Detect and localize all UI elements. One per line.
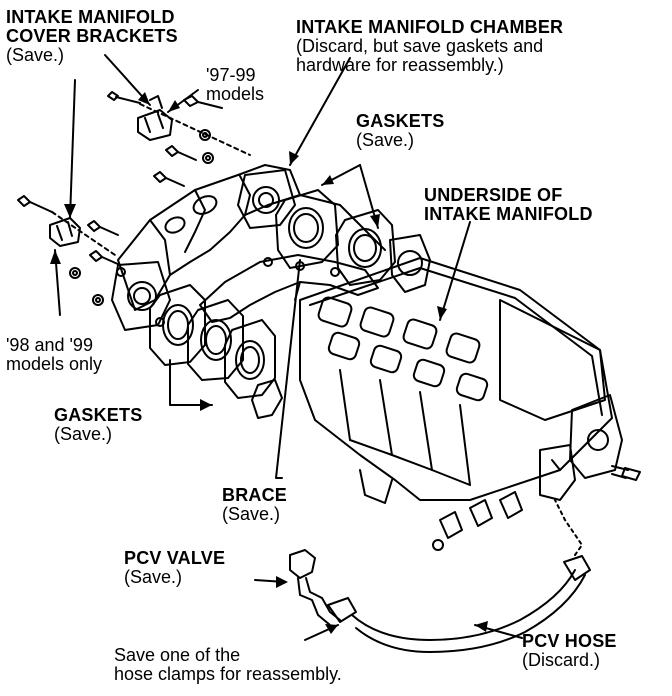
brace-title: BRACE [222,485,288,505]
brace-label: BRACE (Save.) [222,486,287,524]
models-97-99-line-2: models [206,84,265,104]
chamber-note-1: (Discard, but save gaskets and [296,36,544,56]
cover-brackets-title-2: COVER BRACKETS [6,26,178,46]
pcv-hose-label: PCV HOSE (Discard.) [522,632,617,670]
cover-brackets-label: INTAKE MANIFOLD COVER BRACKETS (Save.) [6,8,178,65]
gaskets-top [275,189,431,293]
chamber-note-2: hardware for reassembly.) [296,55,504,75]
models-98-99-line-2: models only [6,354,103,374]
chamber-title: INTAKE MANIFOLD CHAMBER [296,17,564,37]
pcv-valve-note: (Save.) [124,567,183,587]
cover-brackets-title-1: INTAKE MANIFOLD [6,7,175,27]
chamber-label: INTAKE MANIFOLD CHAMBER (Discard, but sa… [296,18,563,75]
pcv-hose-title: PCV HOSE [522,631,617,651]
intake-chamber [111,164,386,331]
hose-clamps-line-1: Save one of the [114,645,241,665]
models-97-99-label: '97-99 models [206,66,264,104]
brace-note: (Save.) [222,504,281,524]
underside-title-2: INTAKE MANIFOLD [424,204,593,224]
lower-manifold [299,257,629,551]
pcv-valve-label: PCV VALVE (Save.) [124,549,225,587]
underside-label: UNDERSIDE OF INTAKE MANIFOLD [424,186,593,224]
pcv-hose-note: (Discard.) [522,650,601,670]
gaskets-left-note: (Save.) [54,424,113,444]
gaskets-left [149,284,283,419]
models-98-99-line-1: '98 and '99 [6,335,93,355]
underside-title-1: UNDERSIDE OF [424,185,563,205]
gaskets-left-label: GASKETS (Save.) [54,406,142,444]
pcv-parts [289,499,591,653]
cover-brackets-note: (Save.) [6,45,65,65]
models-98-99-label: '98 and '99 models only [6,336,102,374]
gaskets-top-note: (Save.) [356,130,415,150]
arrowheads [50,92,488,634]
bolts [17,91,641,481]
gaskets-left-title: GASKETS [54,405,143,425]
pcv-valve-title: PCV VALVE [124,548,226,568]
gaskets-top-label: GASKETS (Save.) [356,112,444,150]
gaskets-top-title: GASKETS [356,111,445,131]
models-97-99-line-1: '97-99 [206,65,256,85]
hose-clamps-line-2: hose clamps for reassembly. [114,664,342,684]
hose-clamps-label: Save one of the hose clamps for reassemb… [114,646,342,684]
